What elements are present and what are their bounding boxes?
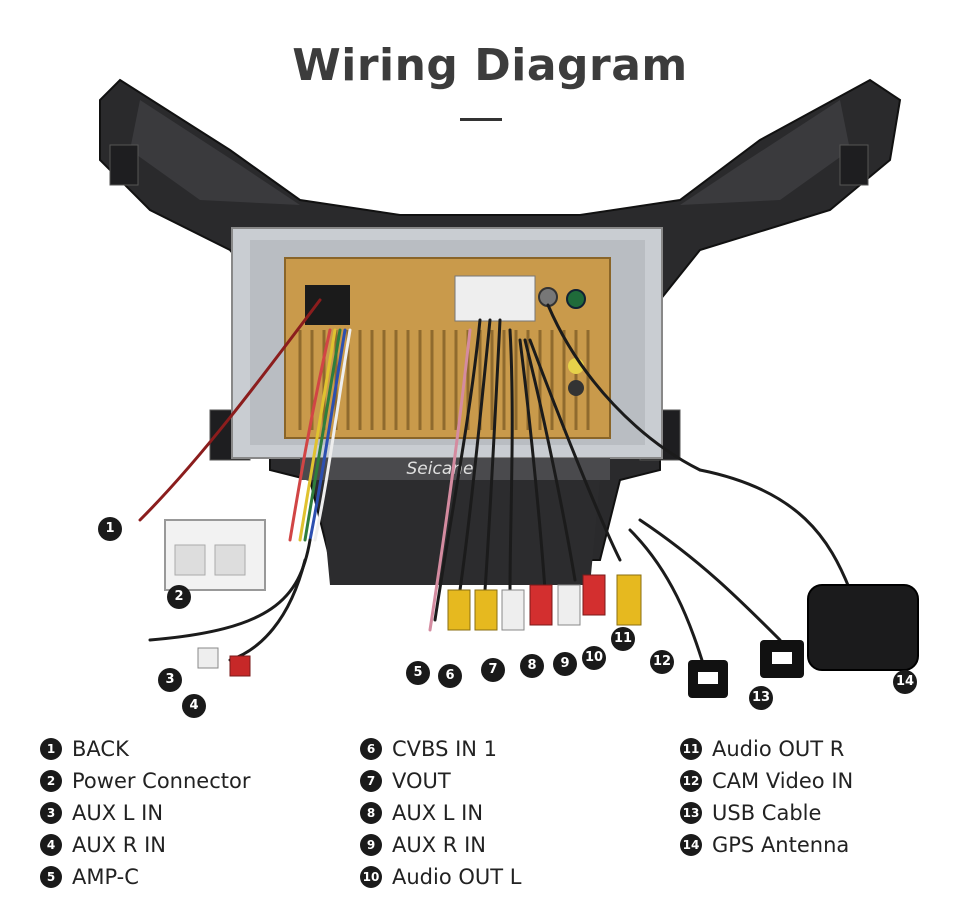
rca-aux-left (197, 647, 251, 677)
callout-8: 8 (520, 654, 544, 678)
legend-item: 4 AUX R IN (40, 829, 250, 861)
legend-number: 4 (40, 834, 62, 856)
legend-number: 7 (360, 770, 382, 792)
legend-label: Audio OUT R (712, 737, 845, 761)
legend-label: CVBS IN 1 (392, 737, 498, 761)
legend-label: AMP-C (72, 865, 139, 889)
legend-label: AUX R IN (72, 833, 166, 857)
legend-label: BACK (72, 737, 129, 761)
legend-label: AUX R IN (392, 833, 486, 857)
legend-number: 11 (680, 738, 702, 760)
lower-panel (300, 458, 610, 480)
legend-label: USB Cable (712, 801, 822, 825)
legend-item: 6 CVBS IN 1 (360, 733, 521, 765)
legend-column-3: 11 Audio OUT R 12 CAM Video IN 13 USB Cable… (680, 733, 853, 861)
callout-7: 7 (481, 658, 505, 682)
callout-5: 5 (406, 661, 430, 685)
legend-number: 6 (360, 738, 382, 760)
legend-number: 5 (40, 866, 62, 888)
legend-number: 2 (40, 770, 62, 792)
legend-item: 7 VOUT (360, 765, 521, 797)
legend-label: AUX L IN (72, 801, 164, 825)
legend-number: 14 (680, 834, 702, 856)
legend-label: GPS Antenna (712, 833, 850, 857)
callout-14: 14 (893, 670, 917, 694)
legend-label: VOUT (392, 769, 451, 793)
legend-item: 2 Power Connector (40, 765, 250, 797)
gps-antenna-puck (807, 584, 919, 671)
legend-item: 12 CAM Video IN (680, 765, 853, 797)
legend-column-2: 6 CVBS IN 1 7 VOUT 8 AUX L IN 9 AUX R IN 10 A… (360, 733, 521, 893)
legend-item: 8 AUX L IN (360, 797, 521, 829)
callout-9: 9 (553, 652, 577, 676)
callout-11: 11 (611, 627, 635, 651)
legend-number: 13 (680, 802, 702, 824)
legend-item: 3 AUX L IN (40, 797, 250, 829)
rca-plug-row (447, 574, 642, 631)
callout-10: 10 (582, 646, 606, 670)
legend-item: 5 AMP-C (40, 861, 250, 893)
legend-item: 9 AUX R IN (360, 829, 521, 861)
legend-item: 14 GPS Antenna (680, 829, 853, 861)
legend-item: 13 USB Cable (680, 797, 853, 829)
page-title: Wiring Diagram (292, 40, 688, 91)
callout-6: 6 (438, 664, 462, 688)
legend-number: 1 (40, 738, 62, 760)
legend-label: CAM Video IN (712, 769, 854, 793)
callout-12: 12 (650, 650, 674, 674)
legend-item: 10 Audio OUT L (360, 861, 521, 893)
legend-number: 12 (680, 770, 702, 792)
legend-number: 8 (360, 802, 382, 824)
callout-13: 13 (749, 686, 773, 710)
legend-number: 10 (360, 866, 382, 888)
legend-label: AUX L IN (392, 801, 484, 825)
brand-watermark: Seicane (407, 459, 474, 479)
callout-3: 3 (158, 668, 182, 692)
legend-label: Power Connector (72, 769, 251, 793)
legend-label: Audio OUT L (392, 865, 522, 889)
callout-2: 2 (167, 585, 191, 609)
callout-4: 4 (182, 694, 206, 718)
legend-number: 9 (360, 834, 382, 856)
title-underline (460, 118, 502, 121)
legend-column-1: 1 BACK 2 Power Connector 3 AUX L IN 4 AUX R … (40, 733, 250, 893)
callout-1: 1 (98, 517, 122, 541)
legend-number: 3 (40, 802, 62, 824)
legend-item: 1 BACK (40, 733, 250, 765)
legend-item: 11 Audio OUT R (680, 733, 853, 765)
